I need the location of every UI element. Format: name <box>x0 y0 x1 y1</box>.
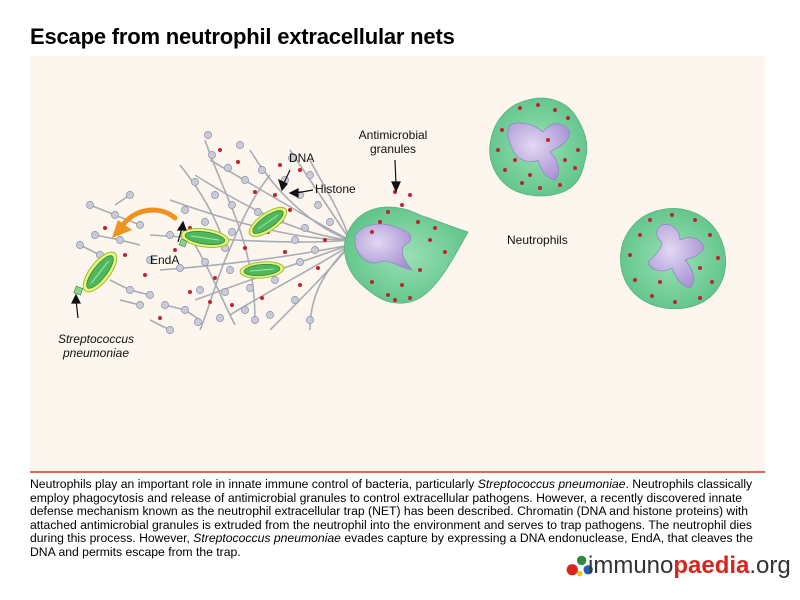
label-strep-1: Streptococcus <box>58 332 134 346</box>
label-strep-2: pneumoniae <box>62 346 129 360</box>
label-dna: DNA <box>289 151 314 165</box>
caption-paragraph: Neutrophils play an important role in in… <box>30 478 770 560</box>
label-enda: EndA <box>150 253 179 267</box>
label-antimicrobial-2: granules <box>370 142 416 156</box>
divider-rule <box>30 471 765 473</box>
neutrophil-top <box>490 98 587 196</box>
logo-part-2: paedia <box>673 552 749 579</box>
logo-part-1: immuno <box>588 552 673 579</box>
label-histone: Histone <box>315 182 356 196</box>
label-neutrophils: Neutrophils <box>507 233 568 247</box>
dying-neutrophil <box>344 190 468 303</box>
caption-italic-2: Streptococcus pneumoniae <box>193 531 341 545</box>
caption-part-1: Neutrophils play an important role in in… <box>30 477 478 491</box>
bacteria-on-net <box>74 202 291 297</box>
caption-italic-1: Streptococcus pneumoniae <box>478 477 626 491</box>
label-antimicrobial-1: Antimicrobial <box>359 128 428 142</box>
neutrophil-bottom <box>620 208 725 308</box>
logo-wordmark: immunopaedia.org <box>588 552 791 580</box>
logo-part-3: .org <box>749 552 790 579</box>
